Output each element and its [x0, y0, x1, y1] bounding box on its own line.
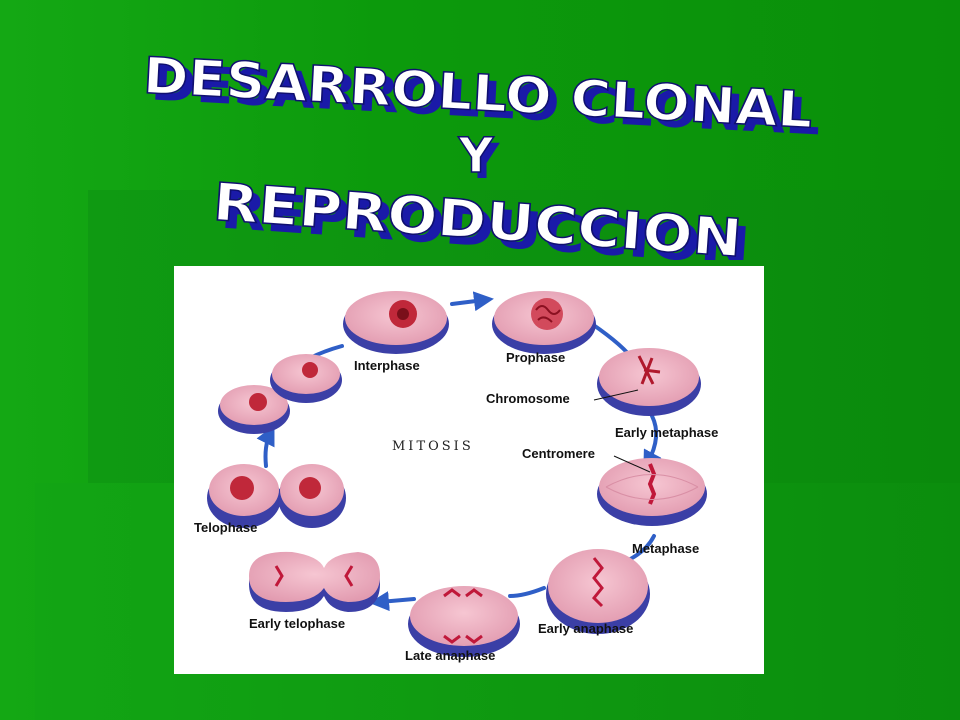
- cell-early-metaphase: [597, 348, 701, 416]
- label-centromere: Centromere: [522, 446, 595, 461]
- label-chromosome: Chromosome: [486, 391, 570, 406]
- cell-daughter-right: [270, 354, 342, 403]
- label-early-metaphase: Early metaphase: [615, 425, 718, 440]
- cell-metaphase: [597, 458, 707, 526]
- cell-interphase: [343, 291, 449, 354]
- label-early-telophase: Early telophase: [249, 616, 345, 631]
- cell-early-anaphase: [546, 549, 650, 634]
- chromosome-callout-line: [593, 389, 639, 401]
- title-line2: Y: [458, 128, 495, 184]
- label-telophase: Telophase: [194, 520, 257, 535]
- cell-daughter-left: [218, 385, 290, 434]
- mitosis-label: MITOSIS: [392, 439, 474, 454]
- label-interphase: Interphase: [354, 358, 420, 373]
- cell-prophase: [492, 291, 596, 354]
- label-prophase: Prophase: [506, 350, 565, 365]
- label-metaphase: Metaphase: [632, 541, 699, 556]
- mitosis-diagram: MITOSIS Interphase Prophase Chromosome E…: [174, 266, 764, 674]
- slide-title: DESARROLLO CLONAL Y REPRODUCCION DESARRO…: [0, 0, 960, 260]
- cell-early-telophase: [249, 551, 380, 612]
- title-line2-shadow: Y: [464, 134, 501, 190]
- centromere-callout-line: [613, 455, 651, 473]
- cell-late-anaphase: [408, 586, 520, 657]
- label-late-anaphase: Late anaphase: [405, 648, 495, 663]
- label-early-anaphase: Early anaphase: [538, 621, 633, 636]
- cell-telophase: [207, 464, 346, 528]
